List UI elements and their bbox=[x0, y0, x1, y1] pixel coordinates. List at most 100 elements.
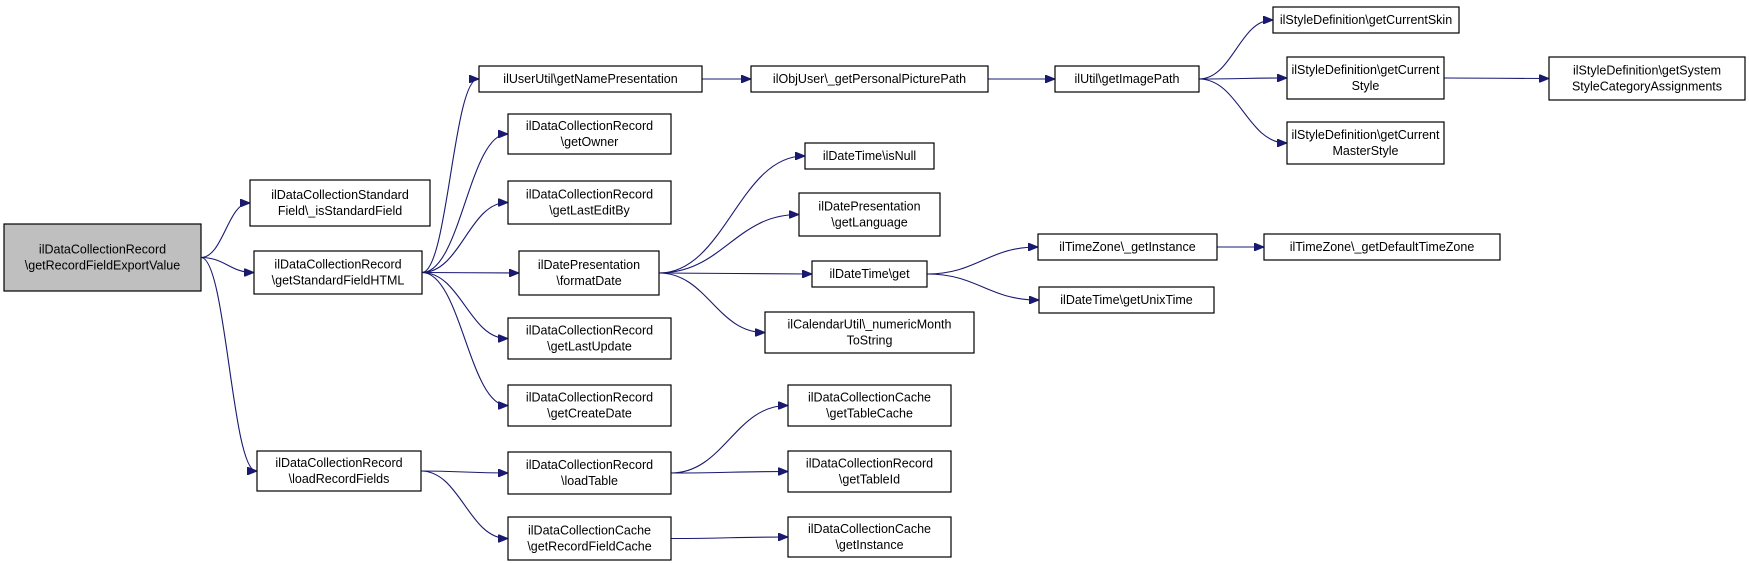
node-box bbox=[518, 250, 660, 296]
node-loadT[interactable]: ilDataCollectionRecord\loadTable bbox=[507, 451, 672, 495]
node-getInst[interactable]: ilDataCollectionCache \getInstance bbox=[787, 516, 952, 558]
node-label-line: ilDataCollectionCache bbox=[808, 391, 931, 405]
node-tzInst[interactable]: ilTimeZone\_getInstance bbox=[1037, 233, 1218, 261]
edge-getRFC-to-getInst bbox=[670, 537, 787, 539]
edge-dtGet-to-unix bbox=[926, 273, 1038, 300]
edge-imgPath-to-curStyle bbox=[1198, 78, 1286, 79]
node-box bbox=[1037, 233, 1218, 261]
node-label-line: ilUtil\getImagePath bbox=[1075, 72, 1180, 86]
edge-getStd-to-getOwner bbox=[421, 134, 507, 274]
node-box bbox=[507, 180, 672, 225]
edge-getStd-to-userName bbox=[421, 79, 478, 274]
node-isStd[interactable]: ilDataCollectionStandardField\_isStandar… bbox=[249, 179, 431, 227]
edge-getStd-to-getCD bbox=[421, 271, 507, 406]
node-getTC[interactable]: ilDataCollectionCache \getTableCache bbox=[787, 384, 952, 427]
edge-fmtDate-to-isNull bbox=[658, 156, 804, 274]
node-getOwner[interactable]: ilDataCollectionRecord \getOwner bbox=[507, 113, 672, 155]
node-label-line: ilCalendarUtil\_numericMonth bbox=[788, 318, 952, 332]
edge-fmtDate-to-dtGet bbox=[658, 273, 811, 274]
node-label-line: ilDateTime\get bbox=[829, 267, 910, 281]
node-imgPath[interactable]: ilUtil\getImagePath bbox=[1054, 65, 1200, 93]
node-box bbox=[256, 450, 422, 492]
node-box bbox=[1263, 233, 1501, 261]
node-label-line: \getLastUpdate bbox=[547, 340, 632, 354]
node-box bbox=[507, 113, 672, 155]
node-label-line: \getRecordFieldExportValue bbox=[25, 259, 180, 273]
node-box bbox=[249, 179, 431, 227]
edge-getStd-to-getLU bbox=[421, 271, 507, 339]
node-label-line: ilDataCollectionRecord bbox=[526, 188, 653, 202]
node-sysStyle[interactable]: ilStyleDefinition\getSystemStyleCategory… bbox=[1548, 56, 1746, 101]
node-label-line: ilObjUser\_getPersonalPicturePath bbox=[773, 72, 966, 86]
node-box bbox=[507, 317, 672, 360]
node-root[interactable]: ilDataCollectionRecord \getRecordFieldExp… bbox=[3, 223, 202, 292]
node-label-line: ilDataCollectionRecord bbox=[526, 391, 653, 405]
edge-loadT-to-getTC bbox=[670, 406, 787, 474]
node-label-line: \getTableCache bbox=[826, 407, 913, 421]
nodes-layer: ilDataCollectionRecord \getRecordFieldExp… bbox=[3, 6, 1746, 561]
node-label-line: ilDatePresentation bbox=[818, 200, 920, 214]
node-tzDefault[interactable]: ilTimeZone\_getDefaultTimeZone bbox=[1263, 233, 1501, 261]
edge-imgPath-to-curMaster bbox=[1198, 78, 1286, 143]
node-label-line: \getOwner bbox=[561, 135, 619, 149]
node-box bbox=[1286, 121, 1445, 165]
edge-loadRF-to-loadT bbox=[420, 471, 507, 473]
node-userName[interactable]: ilUserUtil\getNamePresentation bbox=[478, 65, 703, 93]
node-label-line: ilTimeZone\_getInstance bbox=[1059, 240, 1195, 254]
node-box bbox=[787, 384, 952, 427]
edges-layer bbox=[200, 20, 1548, 539]
node-box bbox=[798, 192, 941, 237]
node-label-line: \getLanguage bbox=[831, 216, 908, 230]
node-label-line: Field\_isStandardField bbox=[278, 204, 402, 218]
node-label-line: \loadRecordFields bbox=[289, 472, 390, 486]
node-label-line: ilDataCollectionRecord bbox=[274, 258, 401, 272]
node-isNull[interactable]: ilDateTime\isNull bbox=[804, 142, 935, 170]
node-label-line: \loadTable bbox=[561, 474, 618, 488]
node-label-line: ilDatePresentation bbox=[538, 258, 640, 272]
node-label-line: Style bbox=[1352, 79, 1380, 93]
node-box bbox=[1054, 65, 1200, 93]
node-box bbox=[1272, 6, 1460, 34]
edge-fmtDate-to-getLang bbox=[658, 215, 798, 274]
node-label-line: \getInstance bbox=[835, 538, 903, 552]
node-getRFC[interactable]: ilDataCollectionCache\getRecordFieldCach… bbox=[507, 516, 672, 561]
edge-loadRF-to-getRFC bbox=[420, 470, 507, 539]
node-label-line: ilDataCollectionRecord bbox=[526, 119, 653, 133]
node-getCD[interactable]: ilDataCollectionRecord\getCreateDate bbox=[507, 384, 672, 427]
node-label-line: \getLastEditBy bbox=[549, 204, 630, 218]
node-getLEB[interactable]: ilDataCollectionRecord \getLastEditBy bbox=[507, 180, 672, 225]
node-label-line: ilDataCollectionRecord bbox=[39, 243, 166, 257]
node-box bbox=[1548, 56, 1746, 101]
edge-root-to-getStd bbox=[200, 256, 253, 273]
node-curSkin[interactable]: ilStyleDefinition\getCurrentSkin bbox=[1272, 6, 1460, 34]
node-box bbox=[811, 260, 928, 288]
node-box bbox=[1286, 56, 1445, 100]
node-label-line: ilStyleDefinition\getCurrent bbox=[1292, 63, 1441, 77]
node-dtGet[interactable]: ilDateTime\get bbox=[811, 260, 928, 288]
node-box bbox=[764, 311, 975, 354]
node-label-line: ilDataCollectionRecord bbox=[526, 324, 653, 338]
node-loadRF[interactable]: ilDataCollectionRecord\loadRecordFields bbox=[256, 450, 422, 492]
edge-getStd-to-getLEB bbox=[421, 203, 507, 274]
node-box bbox=[787, 516, 952, 558]
node-getTId[interactable]: ilDataCollectionRecord\getTableId bbox=[787, 450, 952, 493]
node-label-line: ilDataCollectionCache bbox=[808, 522, 931, 536]
node-box bbox=[787, 450, 952, 493]
node-label-line: StyleCategoryAssignments bbox=[1572, 80, 1722, 94]
node-label-line: \getTableId bbox=[839, 473, 900, 487]
edge-root-to-loadRF bbox=[200, 256, 256, 472]
node-getLang[interactable]: ilDatePresentation \getLanguage bbox=[798, 192, 941, 237]
edge-root-to-isStd bbox=[200, 203, 249, 259]
edge-fmtDate-to-numMonth bbox=[658, 272, 764, 333]
node-fmtDate[interactable]: ilDatePresentation\formatDate bbox=[518, 250, 660, 296]
node-label-line: ilDataCollectionStandard bbox=[271, 188, 409, 202]
node-label-line: ilStyleDefinition\getCurrentSkin bbox=[1280, 13, 1452, 27]
node-box bbox=[507, 451, 672, 495]
node-getStd[interactable]: ilDataCollectionRecord\getStandardFieldH… bbox=[253, 250, 423, 295]
node-unix[interactable]: ilDateTime\getUnixTime bbox=[1038, 286, 1215, 314]
node-picPath[interactable]: ilObjUser\_getPersonalPicturePath bbox=[750, 65, 989, 93]
node-getLU[interactable]: ilDataCollectionRecord \getLastUpdate bbox=[507, 317, 672, 360]
